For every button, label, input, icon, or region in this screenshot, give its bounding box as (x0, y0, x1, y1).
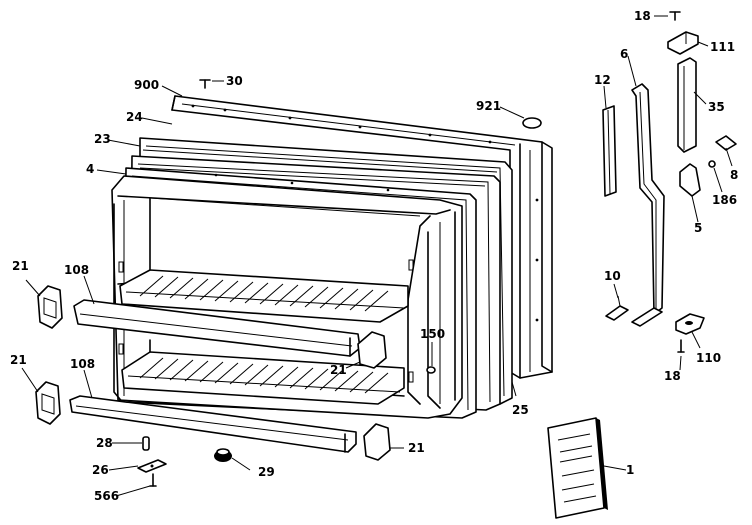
callout-4: 4 (86, 162, 94, 176)
callout-12: 12 (594, 73, 611, 87)
callout-21-lower-left: 21 (10, 353, 27, 367)
callout-108-upper: 108 (64, 263, 89, 277)
callout-29: 29 (258, 465, 275, 479)
hinge-111 (667, 31, 699, 55)
bracket-10 (605, 295, 629, 321)
screw-150 (426, 366, 436, 374)
door-shelf-bar-lower (69, 395, 357, 453)
pin-28 (142, 436, 150, 451)
plug-921 (522, 117, 542, 129)
bracket-26 (137, 459, 167, 473)
outer-door-panel (171, 95, 553, 379)
callout-labels: 18 111 900 30 6 12 35 921 24 23 8 4 186 … (10, 9, 738, 503)
callout-900: 900 (134, 78, 159, 92)
hinge-5 (679, 163, 701, 197)
callout-6: 6 (620, 47, 628, 61)
callout-21-upper-left: 21 (12, 259, 29, 273)
callout-28: 28 (96, 436, 113, 450)
callout-21-lower-right: 21 (408, 441, 425, 455)
callout-1: 1 (626, 463, 634, 477)
lower-shelf (121, 351, 405, 405)
handle-6 (631, 83, 665, 315)
callout-30: 30 (226, 74, 243, 88)
callout-24: 24 (126, 110, 143, 124)
callout-26: 26 (92, 463, 109, 477)
callout-921: 921 (476, 99, 501, 113)
button-29 (214, 448, 232, 462)
handle-foot (631, 307, 663, 327)
callout-5: 5 (694, 221, 702, 235)
callout-111: 111 (710, 40, 735, 54)
shim-8 (715, 135, 737, 151)
callout-25: 25 (512, 403, 529, 417)
callout-110: 110 (696, 351, 721, 365)
end-cap-upper-right (357, 331, 387, 369)
handle-strip-12 (602, 105, 617, 197)
screw-186 (708, 160, 716, 168)
screw-566 (149, 473, 157, 487)
callout-566: 566 (94, 489, 119, 503)
callout-10: 10 (604, 269, 621, 283)
end-cap-upper-left (37, 285, 63, 329)
callout-150: 150 (420, 327, 445, 341)
end-cap-lower-right (363, 423, 391, 461)
instruction-booklet (547, 417, 608, 519)
callout-186: 186 (712, 193, 737, 207)
callout-18-top: 18 (634, 9, 651, 23)
callout-23: 23 (94, 132, 111, 146)
callout-8: 8 (730, 168, 738, 182)
hinge-cover-35 (677, 57, 697, 153)
screw-18-bottom (677, 339, 685, 353)
callout-18-bottom: 18 (664, 369, 681, 383)
screw-30 (199, 79, 211, 89)
end-cap-lower-left (35, 381, 61, 425)
callout-21-upper-right: 21 (330, 363, 347, 377)
leader-lines (21, 15, 733, 497)
callout-35: 35 (708, 100, 725, 114)
callout-108-lower: 108 (70, 357, 95, 371)
hinge-110 (675, 313, 705, 335)
screw-18-top (669, 11, 681, 21)
